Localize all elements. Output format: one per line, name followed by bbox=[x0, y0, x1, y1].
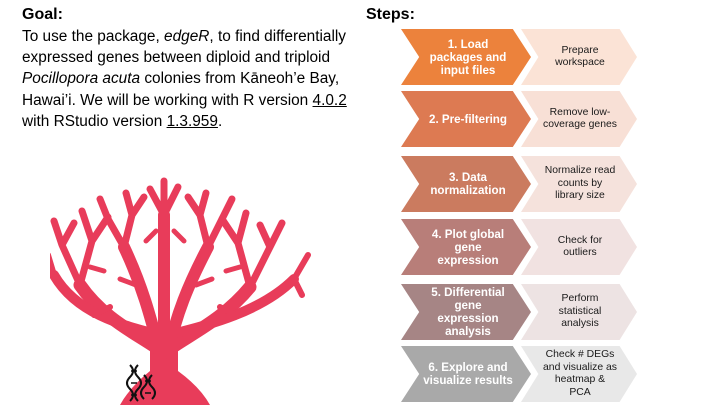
goal-text-end: . bbox=[217, 112, 223, 130]
goal-description: To use the package, edgeR, to find diffe… bbox=[22, 26, 362, 132]
step-3-detail: Normalize read counts by library size bbox=[521, 156, 637, 212]
step-row-6: 6. Explore and visualize results Check #… bbox=[401, 346, 637, 402]
dna-icon bbox=[126, 364, 156, 402]
coral-branch bbox=[218, 209, 286, 291]
coral-limb bbox=[50, 270, 165, 340]
step-4-chevron: 4. Plot global gene expression bbox=[401, 219, 531, 275]
coral-branch bbox=[87, 228, 243, 288]
goal-text-part: To use the package, bbox=[22, 28, 160, 45]
goal-heading: Goal: bbox=[22, 6, 63, 23]
package-name: edgeR bbox=[164, 28, 210, 45]
steps-heading: Steps: bbox=[366, 6, 415, 23]
step-5-chevron: 5. Differential gene expression analysis bbox=[401, 284, 531, 340]
step-row-1: 1. Load packages and input files Prepare… bbox=[401, 29, 637, 85]
step-4-detail: Check for outliers bbox=[521, 219, 637, 275]
step-6-detail: Check # DEGs and visualize as heatmap & … bbox=[521, 346, 637, 402]
goal-text-part: with RStudio version bbox=[22, 112, 167, 130]
step-1-detail: Prepare workspace bbox=[521, 29, 637, 85]
goal-text-part: colonies from Kāneoh’e Bay, Hawai’i. We … bbox=[22, 70, 340, 109]
step-3-chevron: 3. Data normalization bbox=[401, 156, 531, 212]
coral-limb bbox=[162, 241, 214, 359]
coral-branch bbox=[146, 177, 182, 219]
step-1-chevron: 1. Load packages and input files bbox=[401, 29, 531, 85]
goal-text-part: , to find differentially expressed genes… bbox=[22, 28, 347, 67]
step-row-5: 5. Differential gene expression analysis… bbox=[401, 284, 637, 340]
coral-branch bbox=[184, 189, 236, 251]
step-row-2: 2. Pre-filtering Remove low-coverage gen… bbox=[401, 91, 637, 147]
coral-branch bbox=[50, 252, 311, 318]
rstudio-version-link[interactable]: 1.3.959 bbox=[166, 112, 218, 130]
species-name: Pocillopora acuta bbox=[22, 70, 141, 88]
coral-branch bbox=[96, 189, 148, 251]
step-6-chevron: 6. Explore and visualize results bbox=[401, 346, 531, 402]
step-row-4: 4. Plot global gene expression Check for… bbox=[401, 219, 637, 275]
step-row-3: 3. Data normalization Normalize read cou… bbox=[401, 156, 637, 212]
coral-branch bbox=[50, 207, 112, 289]
step-2-detail: Remove low-coverage genes bbox=[521, 91, 637, 147]
step-5-detail: Perform statistical analysis bbox=[521, 284, 637, 340]
r-version-link[interactable]: 4.0.2 bbox=[312, 91, 347, 109]
coral-icon bbox=[50, 177, 311, 405]
coral-limb bbox=[118, 241, 166, 359]
step-2-chevron: 2. Pre-filtering bbox=[401, 91, 531, 147]
